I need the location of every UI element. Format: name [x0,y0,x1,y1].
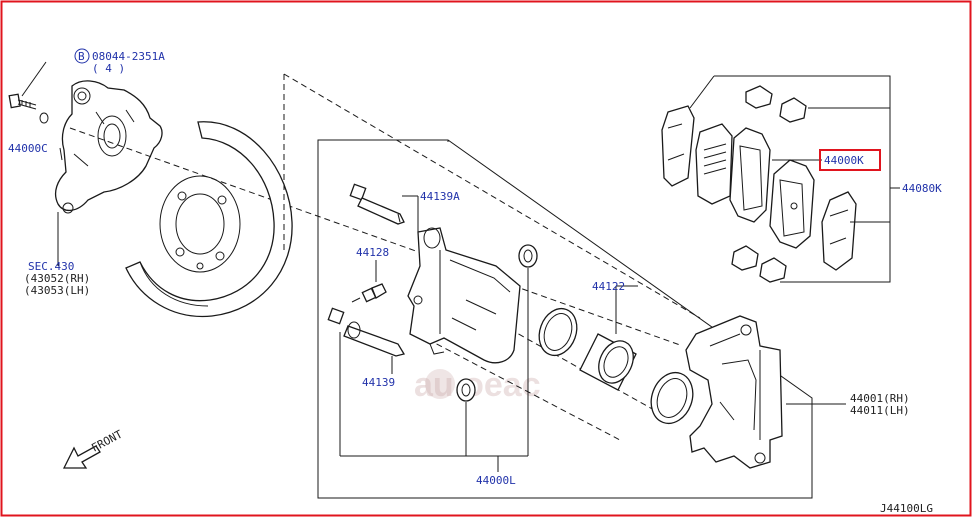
bolt-circle-letter: B [78,50,85,63]
diagram-code: J44100LG [880,502,933,515]
watermark-text: au oeac [414,366,541,404]
label-08044-2351a: 08044-2351A [92,50,165,63]
pin-boot-bottom [456,378,476,402]
label-43052-rh: (43052(RH) [24,272,90,285]
brake-pad-inner [729,127,771,223]
guide-pin-44139 [327,307,406,357]
bleeder-screw-44128 [351,283,387,303]
washer [39,112,49,124]
guide-pin-44139a [349,183,405,225]
pad-shim-2 [695,123,733,205]
pad-shim-3 [821,191,857,271]
label-44139a: 44139A [420,190,460,203]
pad-clip-bottom [731,245,787,283]
caliper-kit-frame [317,139,813,499]
pad-shim-1 [661,105,695,187]
pin-boot-top [518,244,538,268]
caliper-body [407,227,521,364]
label-43053-lh: (43053(LH) [24,284,90,297]
label-44000l: 44000L [476,474,516,487]
watermark: au oeac [414,366,541,404]
brake-pad-outer [769,159,815,249]
piston-dust-boot [650,371,694,425]
dust-shield [125,121,293,318]
bolt-callout: B 08044-2351A ( 4 ) [74,48,165,75]
label-44001-rh: 44001(RH) [850,392,910,405]
steering-knuckle [54,80,163,214]
bolt-08044 [8,61,47,110]
label-44011-lh: 44011(LH) [850,404,910,417]
highlight-44000k [819,149,881,171]
label-bolt-qty: ( 4 ) [92,62,125,75]
label-44122: 44122 [592,280,625,293]
label-44000c: 44000C [8,142,48,155]
label-44080k: 44080K [902,182,942,195]
front-arrow [62,445,101,469]
label-front: FRONT [89,427,125,454]
pad-clip-top [745,85,807,123]
pad-kit-frame [714,75,891,283]
caliper-bracket [685,315,783,469]
label-44139: 44139 [362,376,395,389]
piston [579,333,637,391]
label-44128: 44128 [356,246,389,259]
piston-seal-44122 [538,307,578,357]
label-44000k: 44000K [824,154,864,167]
label-sec-430: SEC.430 [28,260,74,273]
